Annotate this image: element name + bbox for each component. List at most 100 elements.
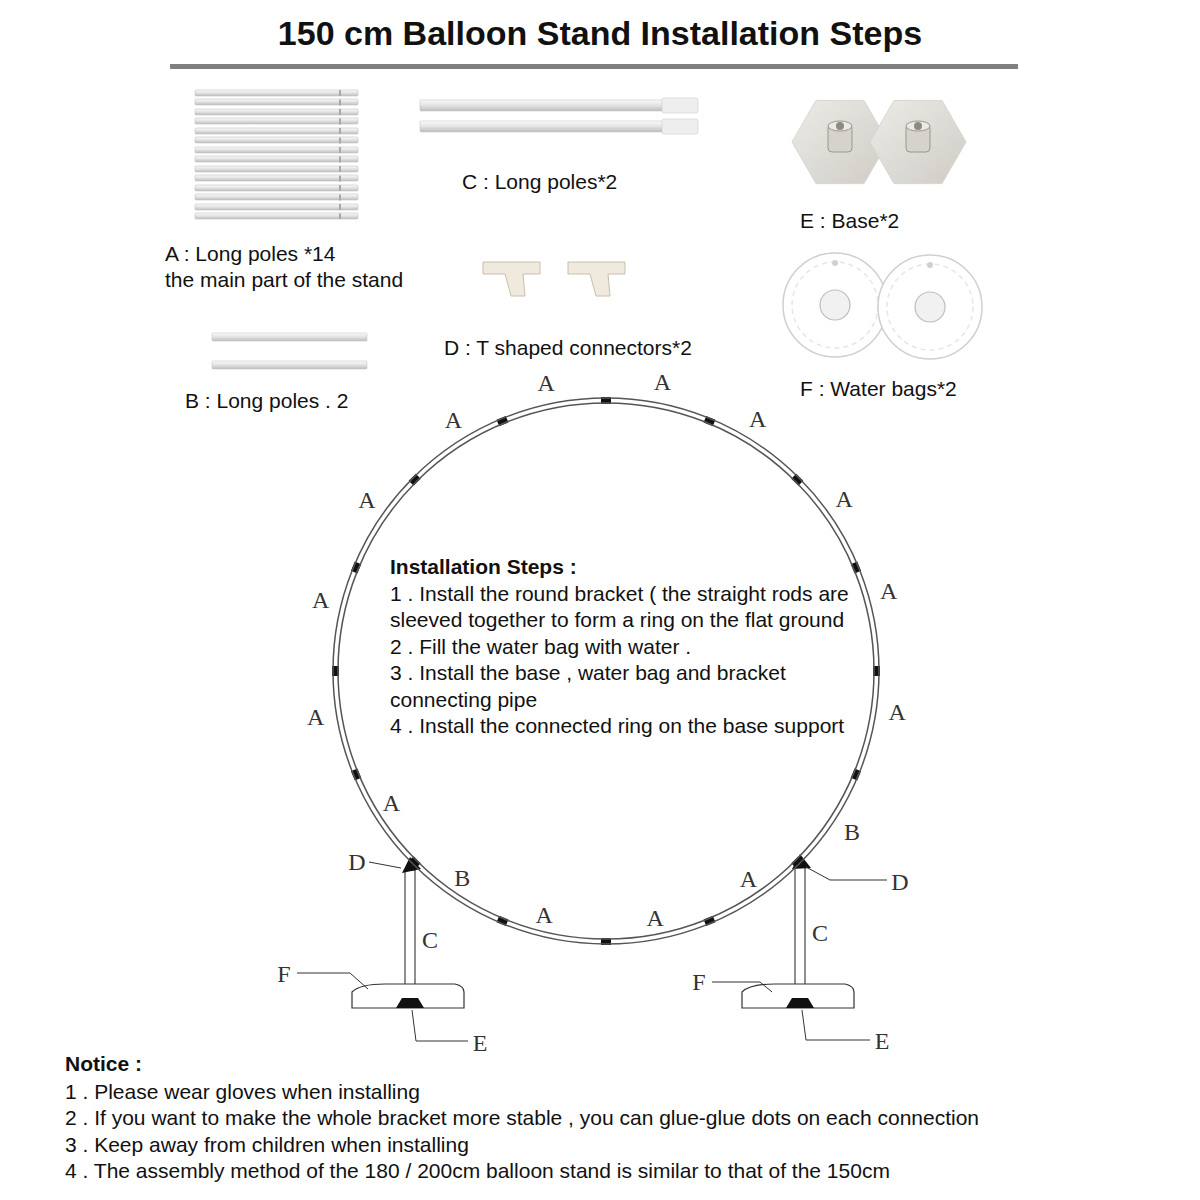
part-letter: C xyxy=(812,920,828,946)
long-pole xyxy=(420,121,665,132)
water-bag-seam xyxy=(887,264,973,350)
steps-block: Installation Steps :1 . Install the roun… xyxy=(390,554,852,740)
part-caption: E : Base*2 xyxy=(800,208,899,234)
water-bag-side xyxy=(742,984,854,1008)
part-letter: B xyxy=(844,819,860,845)
part-letter: D xyxy=(891,869,908,895)
water-bags xyxy=(783,253,982,359)
left-stand xyxy=(352,857,464,1008)
part-caption: B : Long poles . 2 xyxy=(185,388,348,414)
long-pole xyxy=(195,137,358,143)
step-text: 2 . Fill the water bag with water . xyxy=(390,634,852,661)
t-connector xyxy=(483,262,540,296)
part-caption: C : Long poles*2 xyxy=(462,169,617,195)
long-pole xyxy=(195,156,358,162)
part-letter: A xyxy=(749,406,766,432)
part-letter: A xyxy=(383,790,400,816)
pole-joint xyxy=(339,90,341,219)
long-pole xyxy=(195,99,358,105)
pole-sleeve xyxy=(662,98,698,113)
leader-line xyxy=(802,1010,870,1040)
long-pole xyxy=(195,204,358,210)
part-letter: A xyxy=(307,704,324,730)
long-pole xyxy=(212,361,367,369)
part-caption: F : Water bags*2 xyxy=(800,376,957,402)
t-connectors xyxy=(483,262,625,296)
long-pole xyxy=(195,109,358,115)
long-pole xyxy=(195,175,358,181)
notice-heading: Notice : xyxy=(65,1051,1190,1078)
notice-item: 4 . The assembly method of the 180 / 200… xyxy=(65,1158,1190,1185)
part-letter: A xyxy=(445,407,462,433)
base-socket-hole xyxy=(836,122,844,130)
water-bag-seam xyxy=(792,262,878,348)
pole-sleeve xyxy=(662,119,698,134)
long-pole xyxy=(195,147,358,153)
long-pole-bundle xyxy=(195,90,358,219)
long-pole xyxy=(195,128,358,134)
bases xyxy=(792,100,966,183)
leader-line xyxy=(412,1010,468,1041)
ring-joints xyxy=(332,397,880,945)
part-letter: A xyxy=(880,578,897,604)
step-text: 1 . Install the round bracket ( the stra… xyxy=(390,581,852,634)
water-bag-hole xyxy=(820,290,850,320)
part-letter: E xyxy=(473,1030,488,1056)
long-pole xyxy=(195,118,358,124)
long-pole xyxy=(212,333,367,341)
part-letter: A xyxy=(312,587,329,613)
title-underline xyxy=(170,64,1018,69)
part-letter: D xyxy=(348,849,365,875)
long-pole-pair-b xyxy=(212,333,367,369)
water-bag-valve xyxy=(927,262,933,268)
long-pole xyxy=(195,185,358,191)
water-bag-side xyxy=(352,984,464,1008)
leader-line xyxy=(369,862,401,868)
long-pole xyxy=(195,194,358,200)
part-letter: A xyxy=(888,699,905,725)
step-text: 3 . Install the base , water bag and bra… xyxy=(390,660,852,713)
part-letter: C xyxy=(422,927,438,953)
part-letter: F xyxy=(692,969,705,995)
part-letter: F xyxy=(277,961,290,987)
part-letter: B xyxy=(454,865,470,891)
notice-item: 2 . If you want to make the whole bracke… xyxy=(65,1105,1190,1132)
part-letter: A xyxy=(358,487,375,513)
water-bag-hole xyxy=(915,292,945,322)
leader-line xyxy=(806,867,887,880)
part-caption: D : T shaped connectors*2 xyxy=(444,335,692,361)
notice-block: Notice :1 . Please wear gloves when inst… xyxy=(65,1051,1190,1185)
notice-item: 3 . Keep away from children when install… xyxy=(65,1132,1190,1159)
leader-line xyxy=(297,973,368,989)
base-side xyxy=(396,998,424,1008)
hex-base xyxy=(870,100,966,183)
leader-lines xyxy=(297,862,887,1041)
ring-line xyxy=(333,398,879,944)
step-text: 4 . Install the connected ring on the ba… xyxy=(390,713,852,740)
part-letter: A xyxy=(740,866,757,892)
long-pole xyxy=(195,166,358,172)
long-pole xyxy=(195,213,358,219)
part-letter: A xyxy=(537,370,554,396)
part-caption: A : Long poles *14 xyxy=(165,241,335,267)
part-letter: A xyxy=(646,905,663,931)
part-letter: E xyxy=(875,1028,890,1054)
installation-ring: Installation Steps :1 . Install the roun… xyxy=(331,396,881,946)
support-pole xyxy=(405,870,415,998)
long-pole xyxy=(195,90,358,96)
base-socket-top xyxy=(906,121,930,131)
t-connector-joint xyxy=(402,857,421,873)
right-stand xyxy=(742,854,854,1008)
page-title: 150 cm Balloon Stand Installation Steps xyxy=(0,12,1200,54)
long-pole xyxy=(420,100,665,111)
base-side xyxy=(786,998,814,1008)
part-letter: A xyxy=(536,902,553,928)
part-letter: A xyxy=(654,369,671,395)
part-caption: the main part of the stand xyxy=(165,267,403,293)
water-bag xyxy=(878,255,982,359)
part-letter: A xyxy=(835,486,852,512)
ring-line xyxy=(338,403,874,939)
long-pole-pair-c xyxy=(420,98,698,134)
leader-line xyxy=(712,982,772,992)
